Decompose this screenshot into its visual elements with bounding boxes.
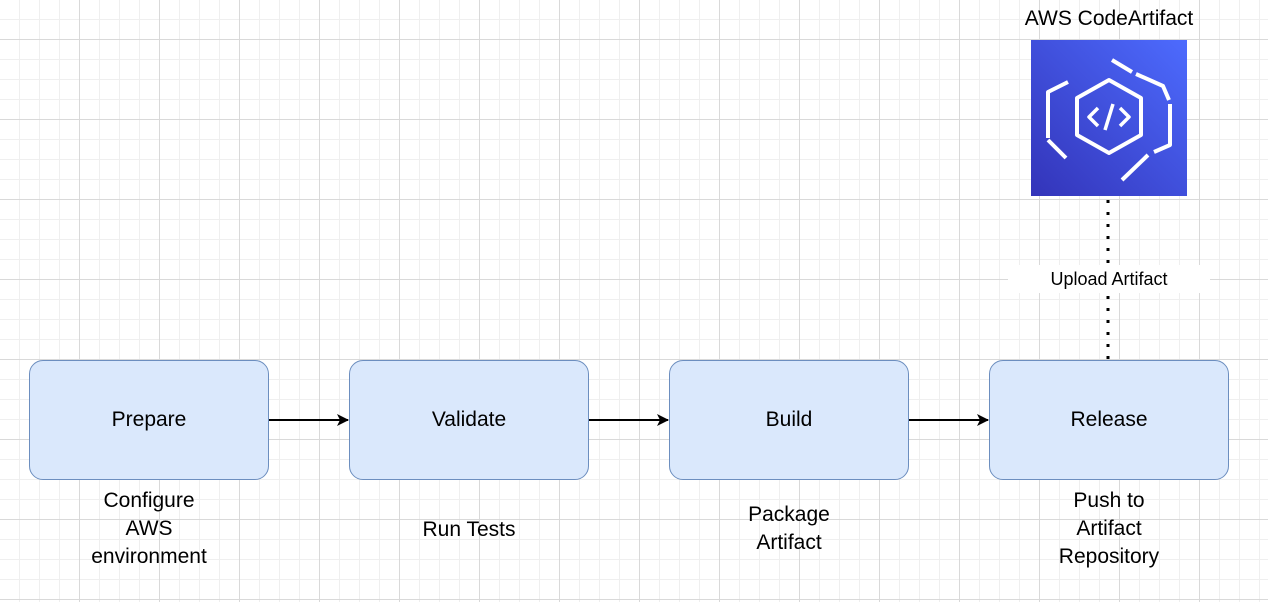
- codeartifact-icon[interactable]: [1031, 40, 1187, 196]
- caption-release: Push to Artifact Repository: [1058, 489, 1160, 568]
- caption-validate: Run Tests: [422, 518, 516, 541]
- caption-prepare: Configure AWS environment: [91, 489, 207, 568]
- stage-release[interactable]: Release: [989, 360, 1229, 480]
- upload-artifact-label: Upload Artifact: [1008, 265, 1210, 293]
- stage-build-label: Build: [765, 408, 813, 431]
- caption-build: Package Artifact: [748, 503, 830, 554]
- service-title: AWS CodeArtifact: [1024, 7, 1194, 30]
- stage-prepare-label: Prepare: [111, 408, 187, 431]
- stage-validate[interactable]: Validate: [349, 360, 589, 480]
- stage-release-label: Release: [1070, 408, 1148, 431]
- stage-validate-label: Validate: [431, 408, 507, 431]
- stage-build[interactable]: Build: [669, 360, 909, 480]
- stage-prepare[interactable]: Prepare: [29, 360, 269, 480]
